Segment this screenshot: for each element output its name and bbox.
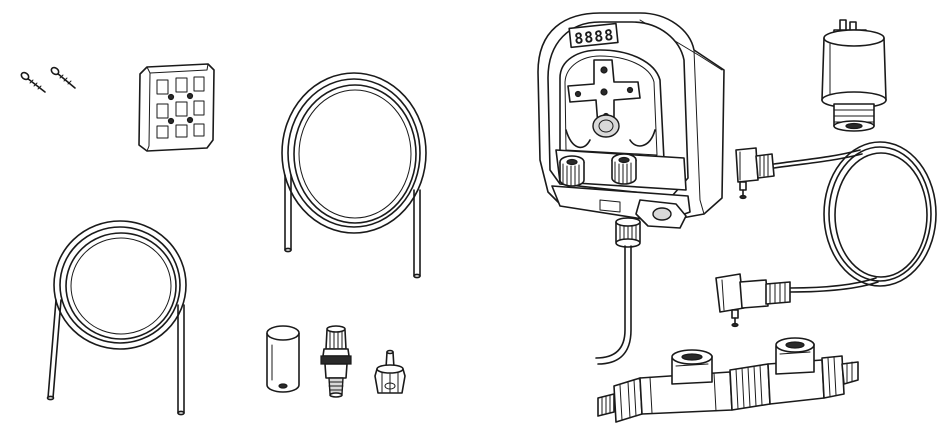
tube-coil-small [48,221,187,415]
tube-connector [375,351,405,394]
flow-cell-manifold [598,338,858,422]
injection-valve [321,326,351,397]
mounting-bracket [139,64,214,151]
cable-connector-upper [736,148,774,199]
pump-outlet [616,218,640,247]
tube-coil-large [282,73,426,278]
pressure-switch [822,20,886,131]
peristaltic-pump: 8888 [538,13,724,364]
screw-left [20,71,45,92]
tube-weight [267,326,299,392]
cable-connector-lower [716,274,790,327]
pump-fitting-right [612,154,636,184]
screw-right [50,66,75,88]
screws [20,66,75,92]
pump-fitting-left [560,156,584,186]
cable-coil [774,142,936,292]
